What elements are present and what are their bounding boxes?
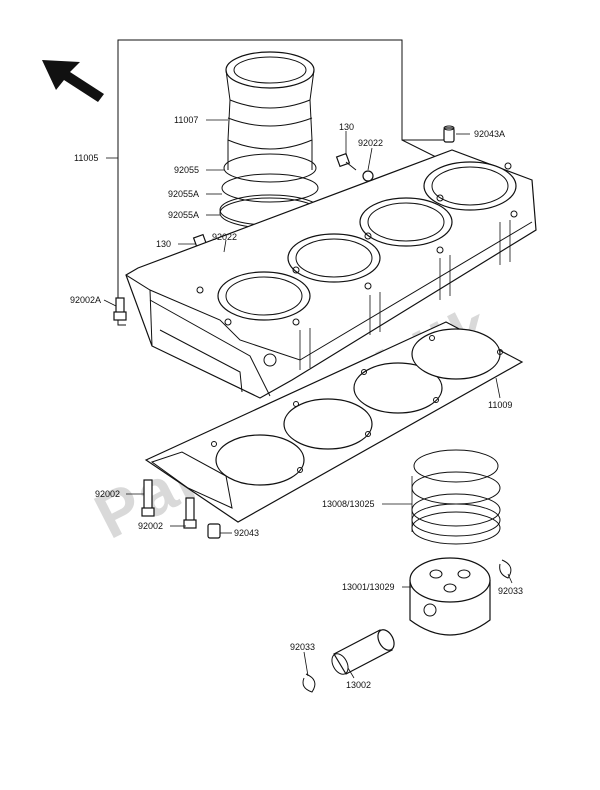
head-gasket — [144, 321, 524, 523]
label-92055a-2: 92055A — [168, 210, 199, 220]
label-92043a: 92043A — [474, 129, 505, 139]
label-92033-left: 92033 — [290, 642, 315, 652]
label-13002: 13002 — [346, 680, 371, 690]
label-13008-13025: 13008/13025 — [322, 499, 375, 509]
label-92055a-1: 92055A — [168, 189, 199, 199]
label-11005: 11005 — [74, 153, 98, 163]
clip-92033-left — [302, 673, 316, 693]
label-92033-right: 92033 — [498, 586, 523, 596]
clip-92033-right — [499, 559, 512, 579]
cylinder-sleeve — [225, 51, 315, 170]
cylinder-block — [125, 149, 537, 399]
bolt-92002-lower — [183, 497, 197, 529]
label-13001-13029: 13001/13029 — [342, 582, 395, 592]
label-11007: 11007 — [174, 115, 198, 125]
dowel-92043 — [207, 523, 221, 539]
leader-lines — [103, 119, 513, 679]
label-130-lower: 130 — [156, 239, 171, 249]
label-92022-lower: 92022 — [212, 232, 237, 242]
assembly-bracket — [117, 39, 450, 326]
piston-pin — [331, 629, 395, 675]
label-11009: 11009 — [488, 400, 512, 410]
bolt-92002a — [113, 297, 127, 321]
label-92002-lower: 92002 — [138, 521, 163, 531]
piston-rings — [411, 449, 501, 545]
label-92022-upper: 92022 — [358, 138, 383, 148]
piston — [409, 557, 491, 636]
label-130-upper: 130 — [339, 122, 354, 132]
label-92043: 92043 — [234, 528, 259, 538]
bolt-130-upper — [335, 152, 374, 182]
dowel-92043a — [443, 125, 455, 143]
label-92002a: 92002A — [70, 295, 101, 305]
arrow-up-left-icon — [42, 60, 104, 102]
label-92002-upper: 92002 — [95, 489, 120, 499]
label-92055: 92055 — [174, 165, 199, 175]
bolt-92002-upper — [141, 479, 155, 517]
